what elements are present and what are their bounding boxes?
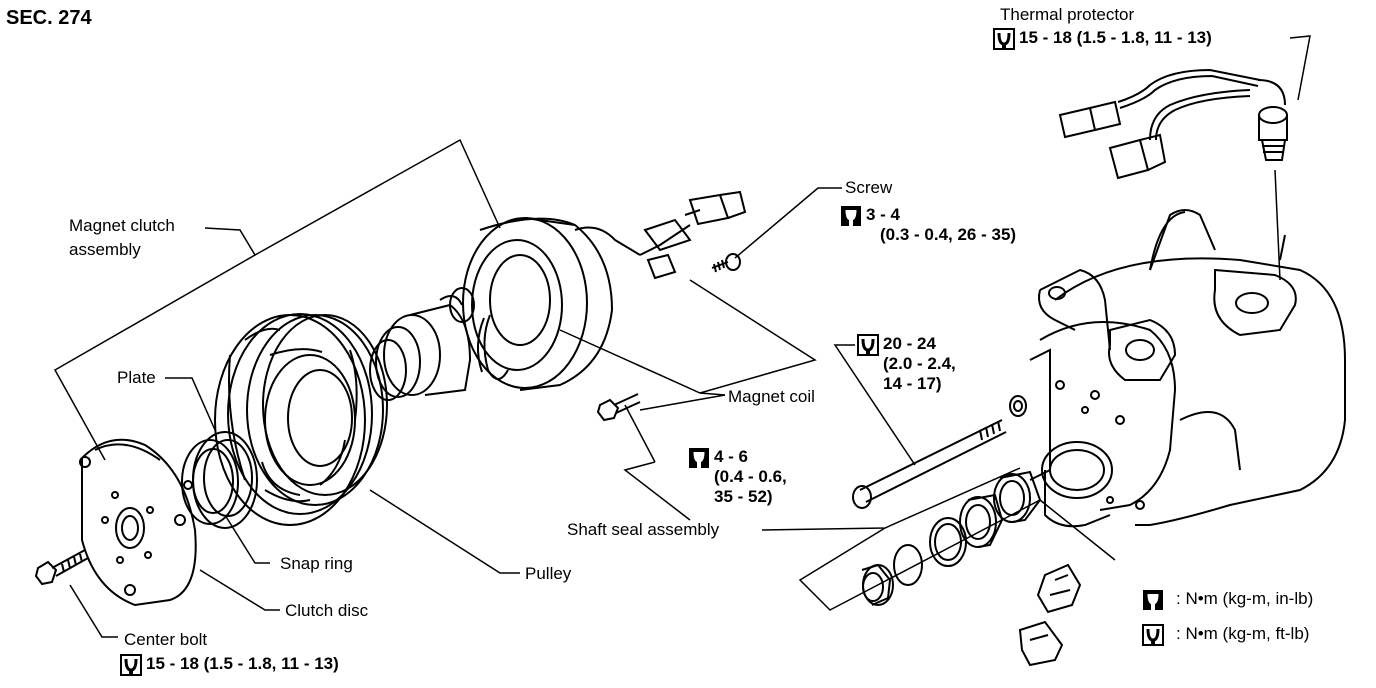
clutch-disc-label: Clutch disc	[285, 601, 369, 620]
legend-in-lb: : N•m (kg-m, in-lb)	[1142, 589, 1313, 611]
thermal-protector-part	[1058, 68, 1288, 180]
torque-wrench-ft-lb-icon	[857, 334, 879, 356]
shaft-seal-part	[861, 470, 1042, 606]
compressor-body	[1029, 209, 1346, 528]
legend-ft-lb-text: : N•m (kg-m, ft-lb)	[1176, 624, 1310, 643]
torque-wrench-in-lb-icon	[1142, 589, 1164, 611]
center-bolt-label: Center bolt	[124, 630, 208, 649]
thermal-torque-spec: 15 - 18 (1.5 - 1.8, 11 - 13)	[993, 28, 1212, 50]
torque-wrench-ft-lb-icon	[1142, 624, 1164, 646]
magnet-clutch-label-1: Magnet clutch	[69, 216, 175, 235]
torque-wrench-ft-lb-icon	[993, 28, 1015, 50]
long-bolt-part	[852, 395, 1027, 509]
screw-label: Screw	[845, 178, 893, 197]
magnet-clutch-label-2: assembly	[69, 240, 141, 259]
screw-torque-units: (0.3 - 0.4, 26 - 35)	[880, 225, 1017, 244]
coil-snap-ring-part	[477, 314, 509, 380]
coil-torque-spec: 4 - 6(0.4 - 0.6,35 - 52)	[688, 447, 787, 507]
bolt-torque-spec: 20 - 24(2.0 - 2.4,14 - 17)	[857, 334, 956, 394]
torque-wrench-in-lb-icon	[688, 447, 710, 469]
clutch-hub-part	[369, 287, 475, 401]
plate-snap-ring-part	[181, 431, 258, 529]
shaft-seal-label: Shaft seal assembly	[567, 520, 720, 539]
plate-label: Plate	[117, 368, 156, 387]
coil-torque-value: 4 - 6	[714, 447, 749, 466]
coil-torque-units-2: 35 - 52)	[714, 487, 773, 506]
screw-torque-value: 3 - 4	[866, 205, 901, 224]
torque-wrench-in-lb-icon	[840, 205, 862, 227]
section-number: SEC. 274	[6, 7, 92, 29]
bolt-torque-units-2: 14 - 17)	[883, 374, 942, 393]
magnet-coil-label: Magnet coil	[728, 387, 815, 406]
coil-bolt-part	[596, 393, 641, 422]
torque-wrench-ft-lb-icon	[120, 654, 142, 676]
coil-torque-units-1: (0.4 - 0.6,	[714, 467, 787, 486]
bolt-torque-value: 20 - 24	[883, 334, 936, 353]
center-bolt-part	[34, 549, 89, 586]
leader-lines	[53, 35, 1311, 638]
thermal-protector-label: Thermal protector	[1000, 5, 1135, 24]
bolt-torque-units-1: (2.0 - 2.4,	[883, 354, 956, 373]
center-bolt-torque-spec: 15 - 18 (1.5 - 1.8, 11 - 13)	[120, 654, 339, 676]
coil-screw-part	[711, 253, 741, 273]
clutch-disc-part	[79, 438, 197, 607]
thermal-torque-value: 15 - 18 (1.5 - 1.8, 11 - 13)	[1019, 28, 1212, 47]
seal-clips-part	[1018, 563, 1082, 667]
magnet-coil-part	[462, 190, 747, 391]
pulley-label: Pulley	[525, 564, 572, 583]
legend-ft-lb: : N•m (kg-m, ft-lb)	[1142, 624, 1309, 646]
pulley-part	[214, 313, 388, 526]
snap-ring-label: Snap ring	[280, 554, 353, 573]
center-bolt-torque-value: 15 - 18 (1.5 - 1.8, 11 - 13)	[146, 654, 339, 673]
legend-in-lb-text: : N•m (kg-m, in-lb)	[1176, 589, 1314, 608]
screw-torque-spec: 3 - 4(0.3 - 0.4, 26 - 35)	[840, 205, 1016, 245]
